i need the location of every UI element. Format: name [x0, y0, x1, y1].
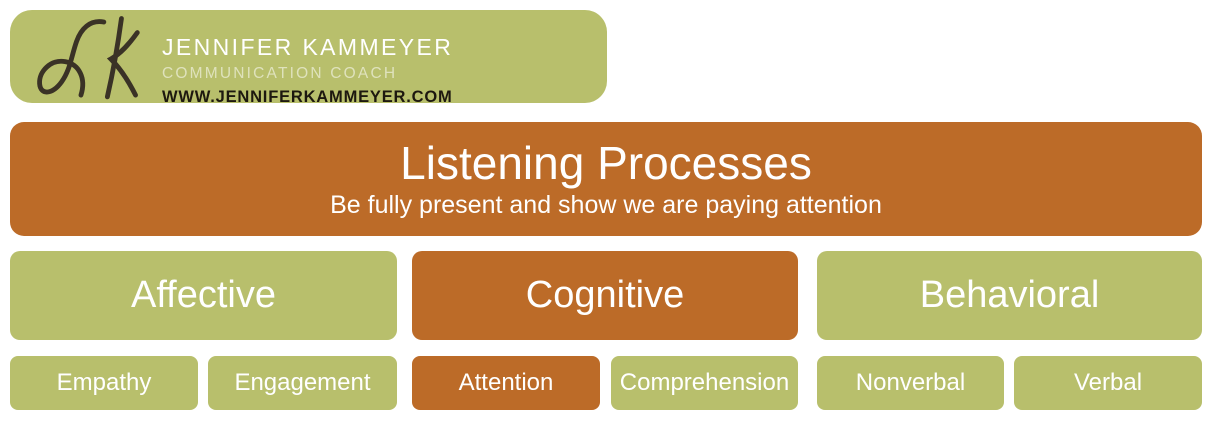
jk-monogram-icon: JK: [37, 16, 140, 100]
category-box-affective: Affective: [10, 251, 397, 340]
subcategory-box-engagement: Engagement: [208, 356, 397, 410]
slide-subtitle: Be fully present and show we are paying …: [330, 191, 882, 220]
category-box-behavioral: Behavioral: [817, 251, 1202, 340]
monogram-k-arms-stroke: [106, 30, 140, 98]
subcategory-box-verbal: Verbal: [1014, 356, 1202, 410]
subcategory-box-nonverbal: Nonverbal: [817, 356, 1004, 410]
subcategory-box-empathy: Empathy: [10, 356, 198, 410]
title-banner: Listening Processes Be fully present and…: [10, 122, 1202, 236]
subcategory-box-comprehension: Comprehension: [611, 356, 798, 410]
slide-title: Listening Processes: [400, 136, 812, 189]
category-box-cognitive: Cognitive: [412, 251, 798, 340]
logo-website-url: WWW.JENNIFERKAMMEYER.COM: [162, 87, 453, 106]
logo-text-block: JENNIFER KAMMEYER COMMUNICATION COACH WW…: [162, 36, 453, 105]
monogram-j-stroke: [37, 19, 107, 98]
logo-card: JK JENNIFER KAMMEYER COMMUNICATION COACH…: [10, 10, 607, 105]
logo-name: JENNIFER KAMMEYER: [162, 34, 454, 60]
logo-tagline: COMMUNICATION COACH: [162, 65, 398, 82]
subcategory-box-attention: Attention: [412, 356, 600, 410]
